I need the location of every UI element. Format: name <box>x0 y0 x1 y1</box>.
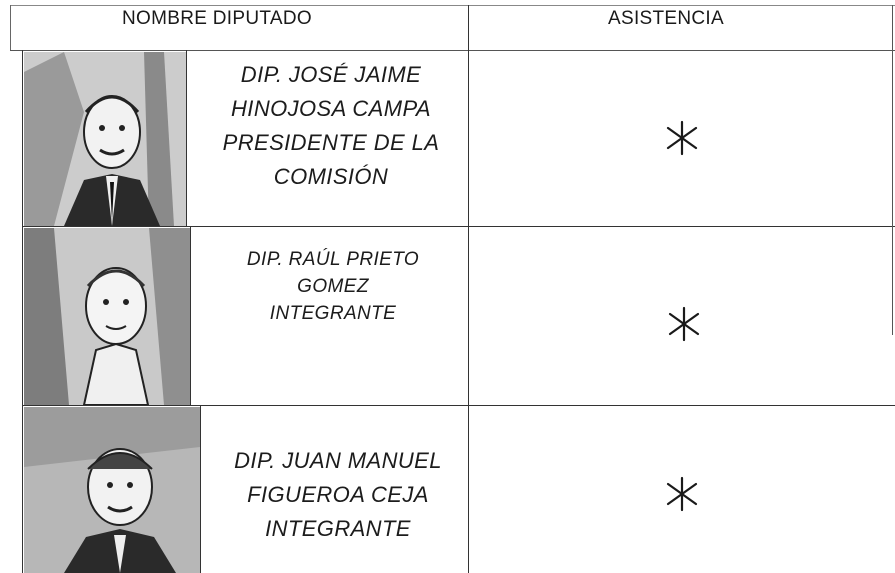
row-2-bottom-rule <box>22 405 895 406</box>
deputy-name: DIP. JUAN MANUEL FIGUEROA CEJA INTEGRANT… <box>208 444 468 546</box>
header-attendance-column: ASISTENCIA <box>608 8 724 29</box>
photo-column-rule-1 <box>186 50 187 226</box>
deputy-photo <box>24 407 200 573</box>
name-line: GOMEZ <box>297 276 369 297</box>
name-line: INTEGRANTE <box>265 516 411 541</box>
name-line: DIP. RAÚL PRIETO <box>246 249 420 270</box>
photo-column-rule-2 <box>190 226 191 405</box>
name-line: DIP. JUAN MANUEL <box>234 448 442 473</box>
name-line: DIP. JOSÉ JAIME <box>240 62 422 87</box>
left-border <box>10 5 11 50</box>
asterisk-icon <box>666 476 698 512</box>
deputy-photo <box>24 52 186 226</box>
name-line: INTEGRANTE <box>269 303 397 324</box>
name-line: PRESIDENTE DE LA <box>222 130 440 155</box>
header-name-column: NOMBRE DIPUTADO <box>122 8 312 29</box>
name-line: COMISIÓN <box>273 164 389 189</box>
name-line: FIGUEROA CEJA <box>247 482 429 507</box>
deputy-name: DIP. JOSÉ JAIME HINOJOSA CAMPA PRESIDENT… <box>196 58 466 194</box>
deputy-name: DIP. RAÚL PRIETO GOMEZ INTEGRANTE <box>198 246 468 327</box>
column-divider <box>468 5 469 573</box>
row-1-bottom-rule <box>22 226 895 227</box>
table-top-rule <box>10 5 895 6</box>
photo-column-rule-3 <box>200 405 201 573</box>
left-border-lower <box>22 50 23 573</box>
asterisk-icon <box>666 120 698 156</box>
header-bottom-rule <box>10 50 895 51</box>
right-border <box>892 5 893 335</box>
name-line: HINOJOSA CAMPA <box>231 96 431 121</box>
deputy-photo <box>24 228 190 405</box>
asterisk-icon <box>668 306 700 342</box>
